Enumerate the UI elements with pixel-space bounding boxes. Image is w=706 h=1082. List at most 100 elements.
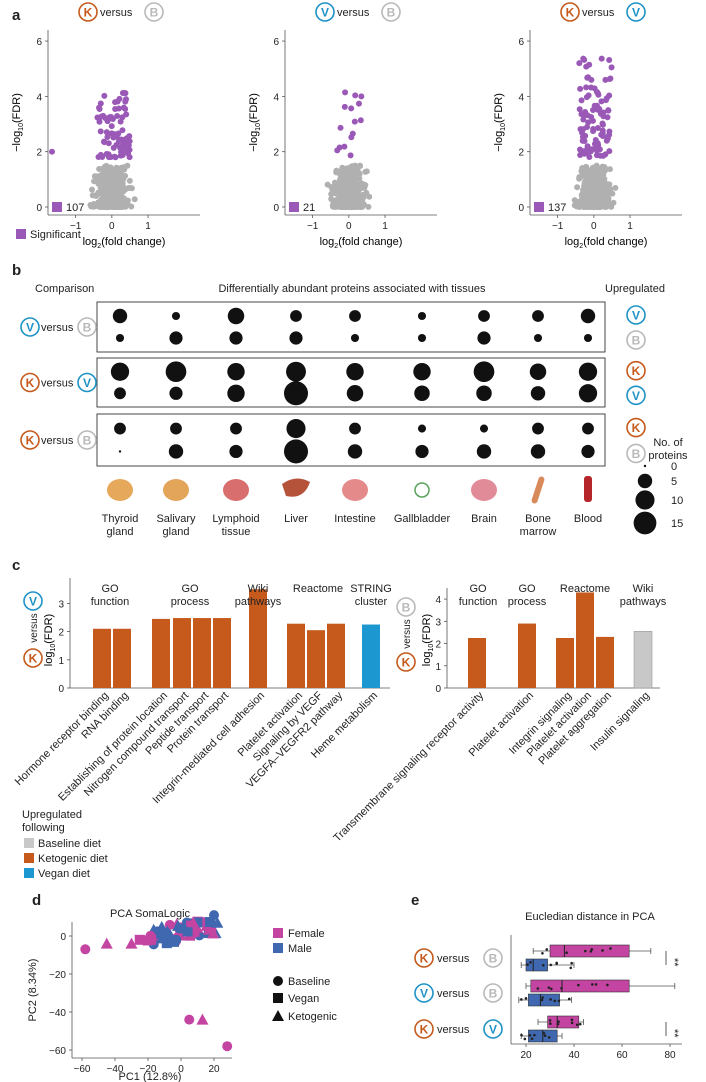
- a1-point-significant: [355, 100, 362, 107]
- e-point: [601, 949, 604, 952]
- a0-point-significant: [111, 131, 118, 138]
- b-dot-brain: [473, 361, 495, 383]
- b-legend-title: No. of: [653, 437, 683, 449]
- lymphoid-tissue-icon: [223, 479, 249, 501]
- c-right-group-label: pathways: [620, 596, 667, 608]
- a2-xtick-label: 0: [591, 221, 597, 232]
- e-point: [530, 1037, 534, 1041]
- c-left-group-label: Reactome: [293, 583, 343, 595]
- a1-point-grey: [362, 182, 369, 189]
- e-point: [547, 1036, 551, 1039]
- b-dot-liver: [283, 381, 309, 406]
- d-marker-square: [199, 917, 210, 928]
- a2-ytick-label: 6: [518, 37, 524, 48]
- b0-up-bottom-b-circle: [626, 330, 646, 350]
- e-point: [528, 1034, 532, 1037]
- a2-point-grey: [592, 181, 599, 188]
- c-legend-label: Vegan diet: [38, 868, 90, 880]
- e-point: [606, 983, 609, 987]
- d-legend-baseline: Baseline: [288, 976, 330, 988]
- e1-right-badge-b-letter: B: [489, 987, 498, 1001]
- a1-x-label: log2(fold change): [320, 236, 403, 250]
- a2-point-significant: [604, 114, 611, 121]
- c-right-bottom-k-circle: [396, 652, 416, 672]
- a2-right-badge-v-letter: V: [632, 6, 640, 20]
- b-legend-dot-10: [635, 490, 655, 510]
- c-right-group-label: function: [459, 596, 498, 608]
- b1-left-badge-k-circle: [20, 372, 40, 393]
- c-right-ytick-label: 1: [435, 662, 441, 673]
- c-legend-title: following: [22, 822, 65, 834]
- a2-point-grey: [601, 191, 608, 198]
- b-dot-gallbladder: [417, 424, 427, 433]
- c-legend-label: Ketogenic diet: [38, 853, 108, 865]
- e-point: [591, 983, 594, 986]
- a1-point-significant: [337, 124, 344, 131]
- a2-point-significant: [606, 92, 613, 99]
- a0-point-grey: [104, 186, 111, 193]
- a0-point-significant: [104, 133, 111, 140]
- a1-point-grey: [357, 183, 364, 190]
- e0-right-badge-b-circle: [483, 948, 503, 968]
- c-left-top-v-circle: [23, 591, 43, 611]
- a2-point-significant: [585, 74, 592, 81]
- b-dot-blood: [582, 422, 594, 435]
- d-marker-circle: [184, 1014, 195, 1025]
- a2-point-significant: [588, 114, 595, 121]
- a1-point-grey: [359, 196, 366, 203]
- a2-right-badge-v-circle: [626, 2, 646, 22]
- d-marker-triangle: [155, 932, 168, 944]
- e-point: [520, 998, 523, 1001]
- d-xtick-label: −40: [107, 1064, 124, 1075]
- c-right-bar: [596, 636, 614, 688]
- a2-point-significant: [585, 119, 592, 126]
- b-dot-bone-marrow: [530, 444, 546, 459]
- b1-left-badge-k-letter: K: [26, 376, 35, 390]
- e-box-female: [549, 944, 630, 958]
- c-left-bar: [213, 618, 231, 688]
- a2-point-significant: [596, 105, 603, 112]
- e-point: [547, 986, 551, 989]
- a2-point-significant: [608, 64, 615, 71]
- e-point: [584, 949, 587, 953]
- c-left-bar-label: Hormone receptor binding: [13, 690, 111, 788]
- a0-point-grey: [124, 200, 131, 207]
- a1-point-grey: [337, 176, 344, 183]
- a0-point-significant: [103, 129, 110, 136]
- a2-point-significant: [584, 124, 591, 131]
- e-point: [570, 961, 573, 965]
- a0-point-grey: [122, 172, 129, 179]
- b1-up-top-k-circle: [626, 360, 646, 381]
- a1-point-grey: [332, 185, 339, 192]
- c-left-group-label: pathways: [235, 596, 282, 608]
- e-point: [569, 966, 573, 970]
- a0-point-grey: [89, 192, 96, 199]
- b-dot-bone-marrow: [532, 310, 544, 322]
- d-marker-triangle: [100, 937, 113, 949]
- b-dot-salivary-gland: [168, 444, 184, 459]
- d-xtick-label: −60: [74, 1064, 91, 1075]
- a1-ytick-label: 2: [273, 148, 279, 159]
- c-right-bar: [468, 638, 486, 688]
- a0-point-grey: [113, 190, 120, 197]
- a0-point-significant: [95, 154, 102, 161]
- d-legend-vegan: Vegan: [288, 993, 319, 1005]
- a0-ytick-label: 0: [36, 203, 42, 214]
- a2-point-significant: [594, 124, 601, 131]
- a2-point-grey: [603, 199, 610, 206]
- b-dot-thyroid-gland: [114, 422, 126, 435]
- d-xtick-label: −20: [140, 1064, 157, 1075]
- e-point: [549, 1022, 552, 1025]
- b-dot-lymphoid-tissue: [227, 363, 245, 381]
- a0-point-grey: [99, 189, 106, 196]
- c-right-ytick-label: 3: [435, 617, 441, 628]
- a0-point-grey: [90, 202, 97, 209]
- a0-point-significant: [120, 147, 127, 154]
- b-dot-lymphoid-tissue: [230, 422, 242, 435]
- b-dot-salivary-gland: [171, 311, 181, 321]
- bone-marrow-icon: [531, 476, 545, 504]
- d-marker-triangle: [272, 1010, 284, 1021]
- e-point: [557, 1020, 560, 1023]
- c-legend-label: Baseline diet: [38, 838, 101, 850]
- a2-point-grey: [581, 187, 588, 194]
